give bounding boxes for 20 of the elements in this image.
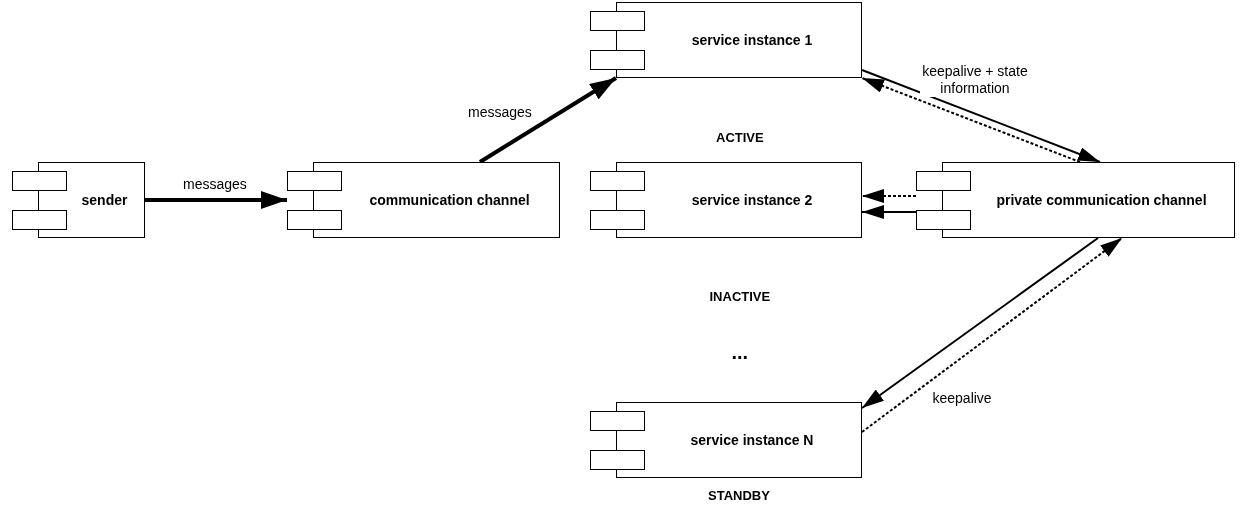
arrow xyxy=(861,69,1101,163)
state-label: ACTIVE xyxy=(716,129,764,145)
state-label: INACTIVE xyxy=(709,288,771,304)
arrow xyxy=(861,237,1099,409)
component-label: service instance 2 xyxy=(691,192,813,208)
arrow xyxy=(861,237,1123,433)
arrow xyxy=(861,189,917,203)
component-label: service instance 1 xyxy=(691,32,813,48)
arrow xyxy=(861,77,1081,163)
edge-label: keepalive + state information xyxy=(920,63,1030,97)
ellipsis-text: ... xyxy=(731,340,749,364)
arrow xyxy=(861,205,917,219)
component-label: sender xyxy=(81,192,128,208)
component-label: service instance N xyxy=(690,432,814,448)
component-label: communication channel xyxy=(369,192,530,208)
arrow xyxy=(145,191,287,209)
arrow xyxy=(478,76,618,164)
component-label: private communication channel xyxy=(996,192,1207,208)
state-label: STANDBY xyxy=(708,488,770,503)
edge-label: keepalive xyxy=(932,389,992,407)
